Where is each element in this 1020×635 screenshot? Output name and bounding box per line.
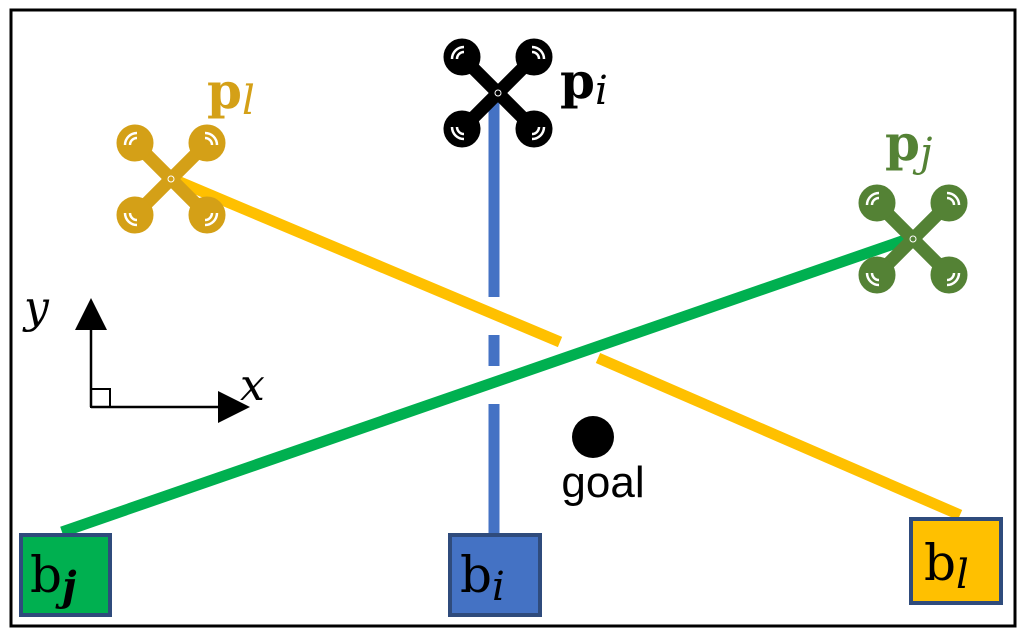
drone-pl-label: pl	[207, 61, 255, 124]
x-axis-label: x	[240, 360, 265, 411]
goal-marker	[572, 416, 614, 458]
base-bl: bl	[909, 517, 1003, 605]
coordinate-axes	[75, 298, 250, 423]
drone-pj-label: pj	[885, 113, 932, 176]
base-bi-label: bi	[460, 546, 505, 610]
drone-pi-label: pi	[560, 51, 608, 114]
base-bi: bi	[448, 533, 542, 617]
goal-label: goal	[561, 458, 644, 507]
base-bj-label: bj	[30, 546, 77, 610]
link-pl-bl	[172, 174, 963, 521]
link-bj-pj	[60, 234, 907, 538]
base-bl-label: bl	[924, 534, 969, 598]
base-bj: bj	[19, 533, 112, 617]
y-axis-label: y	[22, 282, 50, 333]
